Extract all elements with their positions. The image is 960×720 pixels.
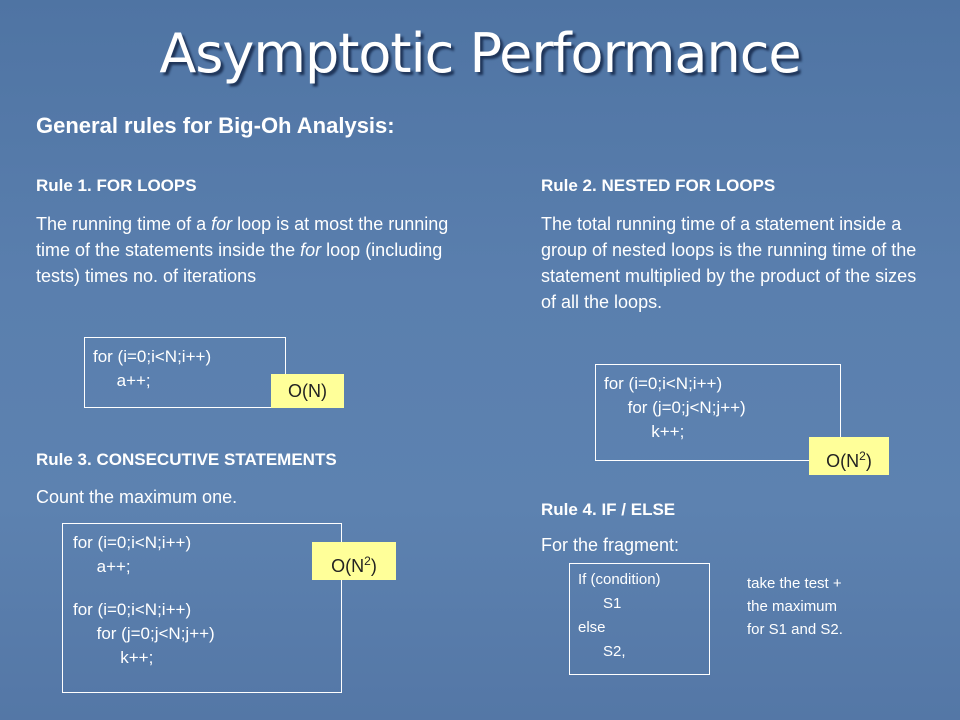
- rule2-code-box: for (i=0;i<N;i++) for (j=0;j<N;j++) k++;: [595, 364, 841, 461]
- rule2-heading: Rule 2. NESTED FOR LOOPS: [541, 176, 776, 195]
- slide-subtitle: General rules for Big-Oh Analysis:: [36, 113, 395, 138]
- rule3-code-a: for (i=0;i<N;i++) a++;: [73, 533, 192, 576]
- rule1-code: for (i=0;i<N;i++) a++;: [93, 347, 212, 390]
- rule3-code-b: for (i=0;i<N;i++) for (j=0;j<N;j++) k++;: [73, 600, 215, 667]
- rule3-complexity-badge: O(N2): [312, 542, 396, 580]
- rule4-text: For the fragment:: [541, 535, 680, 555]
- rule1-heading: Rule 1. FOR LOOPS: [36, 176, 197, 195]
- slide-title: Asymptotic Performance: [159, 22, 801, 85]
- rule3-heading: Rule 3. CONSECUTIVE STATEMENTS: [36, 450, 337, 469]
- rule3-code-box: for (i=0;i<N;i++) a++; for (i=0;i<N;i++)…: [62, 523, 342, 693]
- rule2-text: The total running time of a statement in…: [541, 214, 917, 312]
- rule1-text: The running time of a for loop is at mos…: [36, 214, 449, 286]
- rule1-complexity-badge: O(N): [271, 374, 344, 408]
- rule2-complexity-badge: O(N2): [809, 437, 889, 475]
- rule2-code: for (i=0;i<N;i++) for (j=0;j<N;j++) k++;: [604, 374, 746, 441]
- rule3-text: Count the maximum one.: [36, 487, 238, 507]
- rule1-code-box: for (i=0;i<N;i++) a++;: [84, 337, 286, 408]
- rule4-heading: Rule 4. IF / ELSE: [541, 500, 676, 519]
